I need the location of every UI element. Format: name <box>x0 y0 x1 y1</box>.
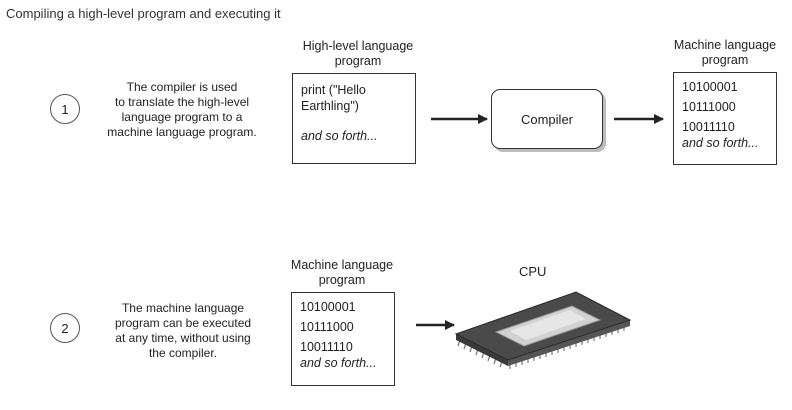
output-line-2: 10111000 <box>682 100 736 114</box>
source-more-text: and so forth... <box>301 129 378 143</box>
source-program-label: High-level language program <box>302 39 414 68</box>
step-1-circle: 1 <box>50 94 80 124</box>
program-more-text: and so forth... <box>300 356 377 370</box>
output-program-box: 10100001 10111000 10011110 and so forth.… <box>673 72 777 165</box>
program-line-1: 10100001 <box>300 300 356 314</box>
step-2-circle: 2 <box>50 313 80 343</box>
cpu-chip-icon <box>454 291 632 369</box>
step-2-description: The machine language program can be exec… <box>114 301 252 360</box>
cpu-label: CPU <box>519 264 547 279</box>
program-line-2: 10111000 <box>300 320 354 334</box>
source-program-box: print ("Hello Earthling") and so forth..… <box>292 73 416 164</box>
machine-program-box: 10100001 10111000 10011110 and so forth.… <box>291 292 395 386</box>
output-line-3: 10011110 <box>682 120 735 134</box>
source-code-text: print ("Hello Earthling") <box>301 83 366 113</box>
step-1-number: 1 <box>61 101 69 117</box>
step-2-number: 2 <box>61 320 69 336</box>
output-line-1: 10100001 <box>682 80 738 94</box>
compiler-label: Compiler <box>520 111 573 127</box>
diagram-title: Compiling a high-level program and execu… <box>6 6 281 21</box>
program-label: Machine language program <box>290 258 394 287</box>
compiler-box: Compiler <box>491 89 603 149</box>
output-more-text: and so forth... <box>682 136 759 150</box>
output-program-label: Machine language program <box>673 38 777 67</box>
step-1-description: The compiler is used to translate the hi… <box>107 80 257 139</box>
program-line-3: 10011110 <box>300 340 353 354</box>
